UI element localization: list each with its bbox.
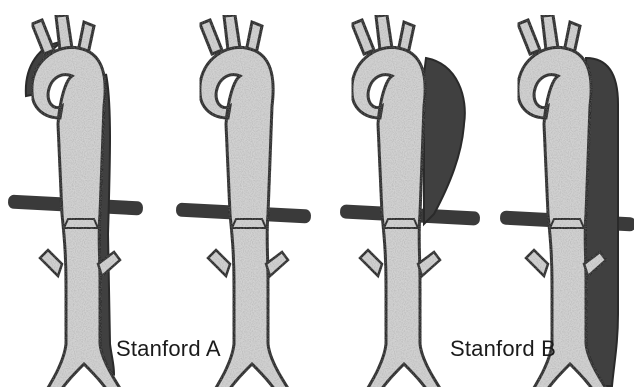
aorta-figure-4 (500, 15, 634, 387)
stanford-b-label: Stanford B (450, 336, 556, 362)
aorta-figure-2 (176, 15, 312, 387)
aorta-figure-1 (8, 15, 144, 387)
stanford-a-label: Stanford A (116, 336, 221, 362)
false-lumen-3 (424, 58, 465, 224)
aorta-figure-3 (340, 15, 481, 387)
